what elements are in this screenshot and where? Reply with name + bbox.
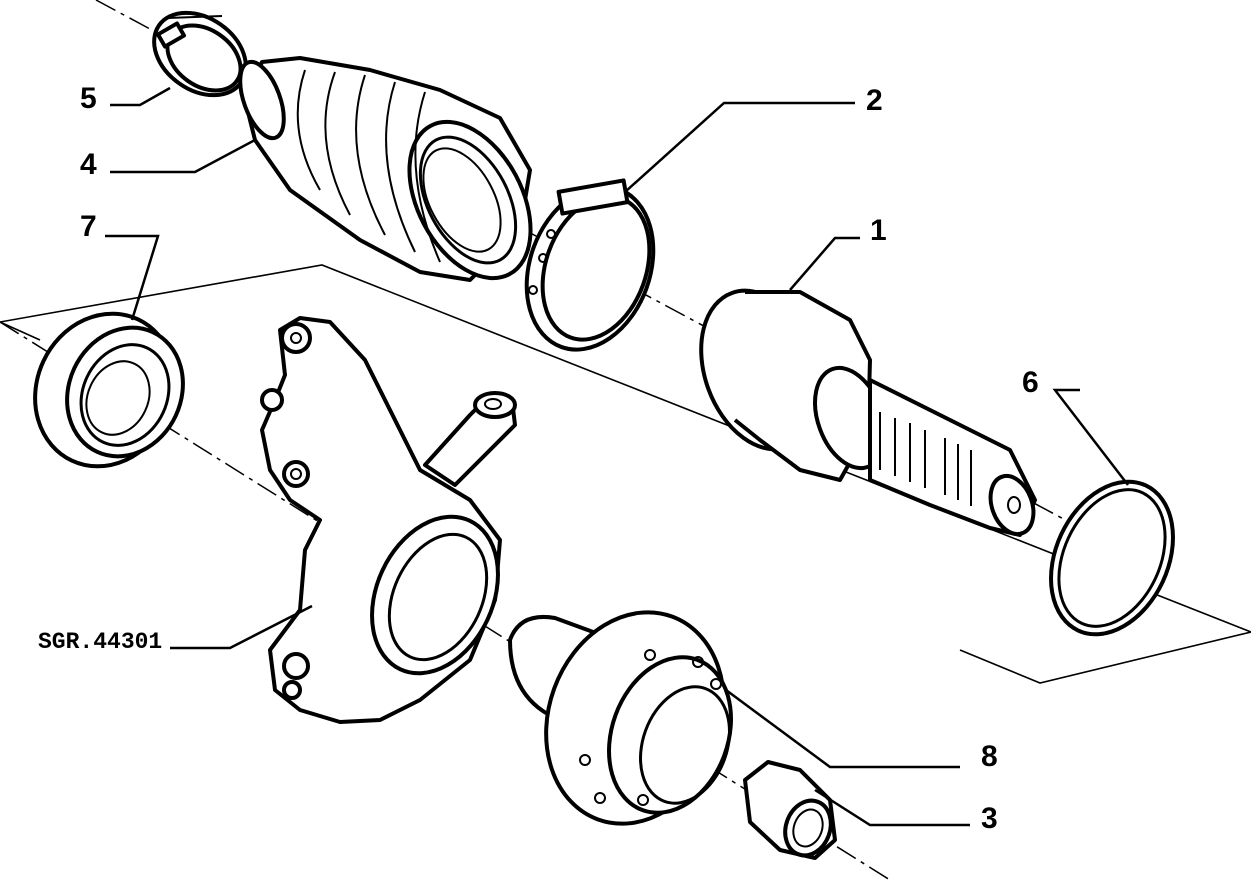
part-8-wheel-hub xyxy=(508,610,733,826)
part-2-large-boot-clamp xyxy=(524,178,656,352)
callout-7: 7 xyxy=(80,210,97,243)
callout-8: 8 xyxy=(981,740,998,773)
callout-3: 3 xyxy=(981,802,998,835)
part-3-hub-nut xyxy=(743,760,837,860)
part-4-cv-joint-boot xyxy=(238,56,533,282)
callout-labels: 5 4 7 2 1 6 8 3 SGR.44301 xyxy=(38,82,1039,835)
part-1-outer-cv-joint xyxy=(699,288,1037,537)
callout-1: 1 xyxy=(870,214,887,247)
part-6-snap-ring xyxy=(1049,479,1175,637)
callout-5: 5 xyxy=(80,82,97,115)
callout-2: 2 xyxy=(866,84,883,117)
steering-knuckle xyxy=(260,316,517,724)
part-7-wheel-bearing xyxy=(33,311,185,469)
assembly-plane xyxy=(0,264,1251,684)
drawing-reference: SGR.44301 xyxy=(38,629,162,655)
callout-6: 6 xyxy=(1022,366,1039,399)
leader-lines xyxy=(105,86,1129,827)
callout-4: 4 xyxy=(80,148,97,181)
